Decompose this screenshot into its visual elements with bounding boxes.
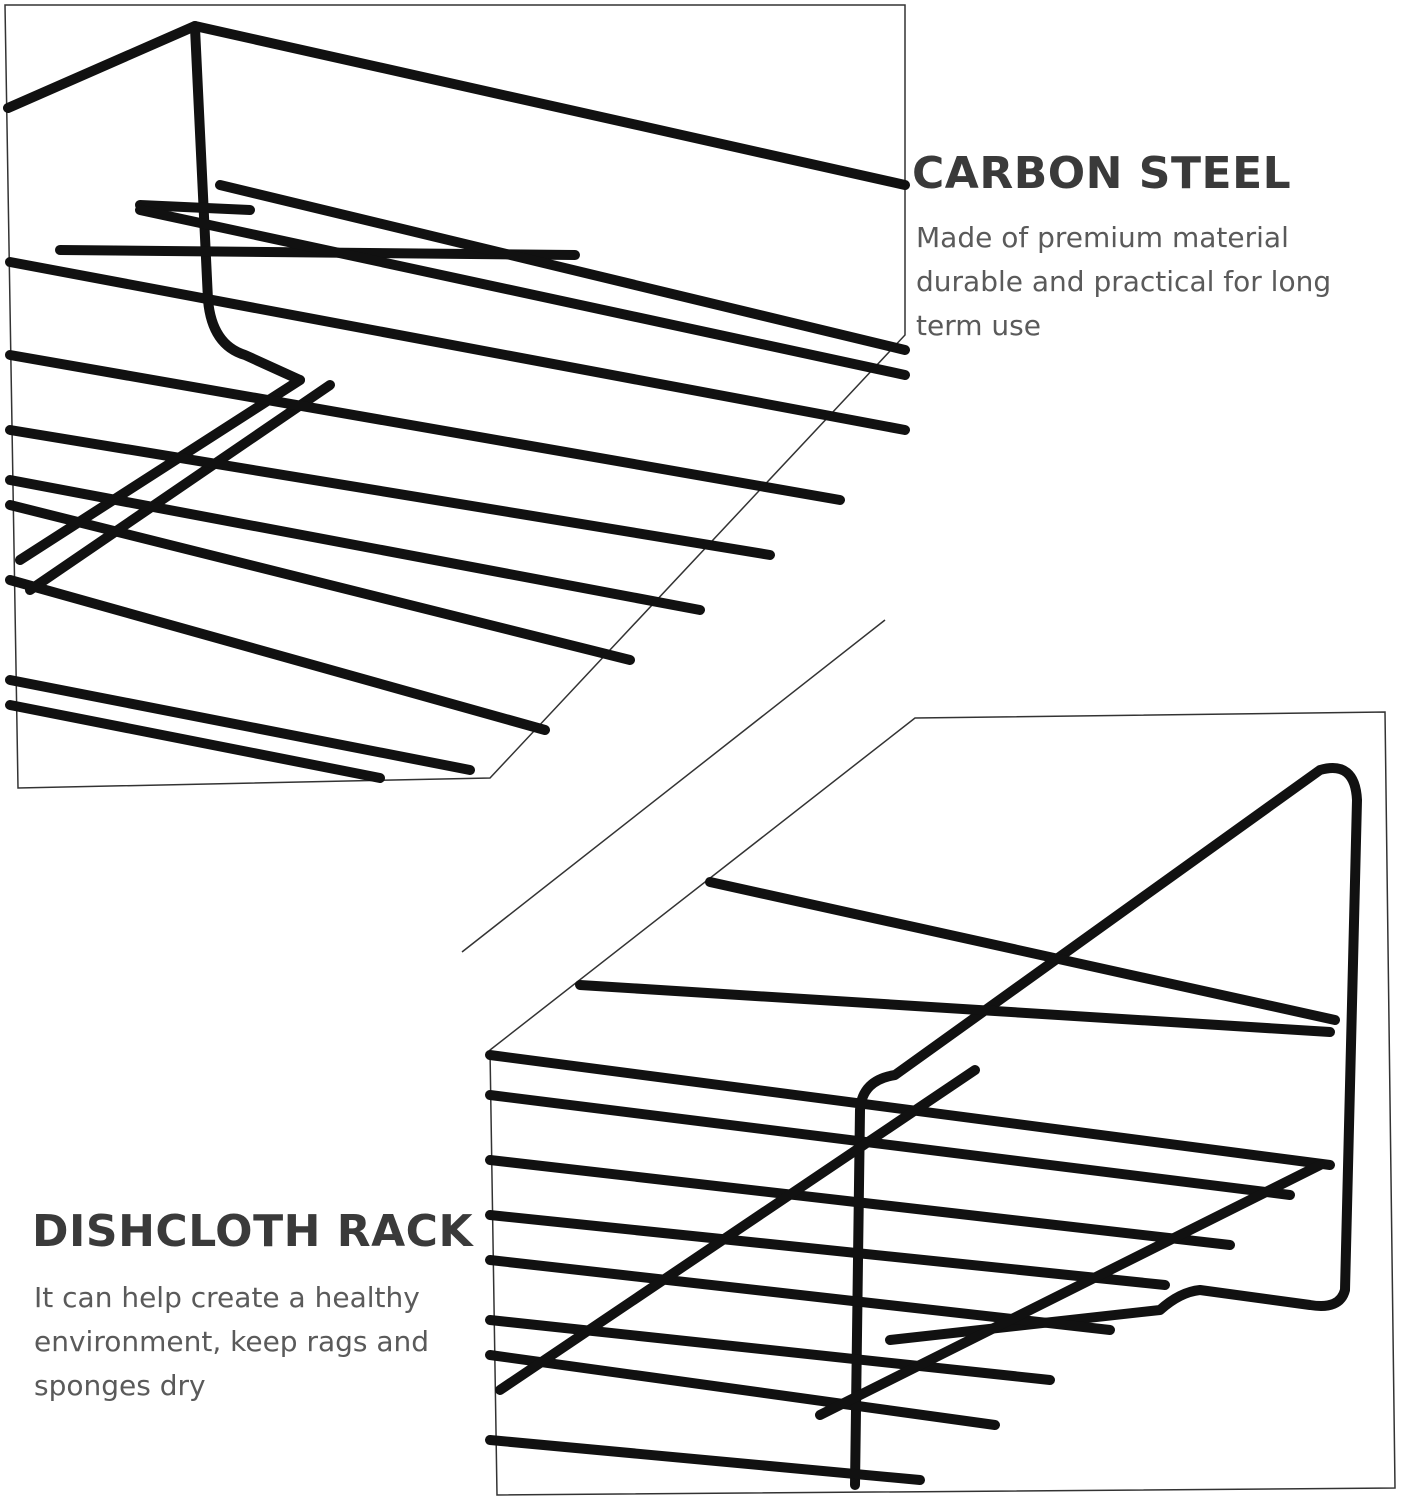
dishcloth-rack-description: It can help create a healthy environment… (34, 1281, 430, 1402)
carbon-steel-description: Made of premium material durable and pra… (916, 221, 1332, 342)
divider-line (461, 619, 886, 953)
bottom-photo-frame (489, 711, 1396, 1496)
dishcloth-rack-heading: DISHCLOTH RACK (32, 1206, 474, 1257)
carbon-steel-heading: CARBON STEEL (912, 148, 1292, 199)
bottom-rack-image (485, 763, 1362, 1490)
top-photo-frame (4, 4, 906, 789)
top-rack-image (3, 21, 910, 783)
